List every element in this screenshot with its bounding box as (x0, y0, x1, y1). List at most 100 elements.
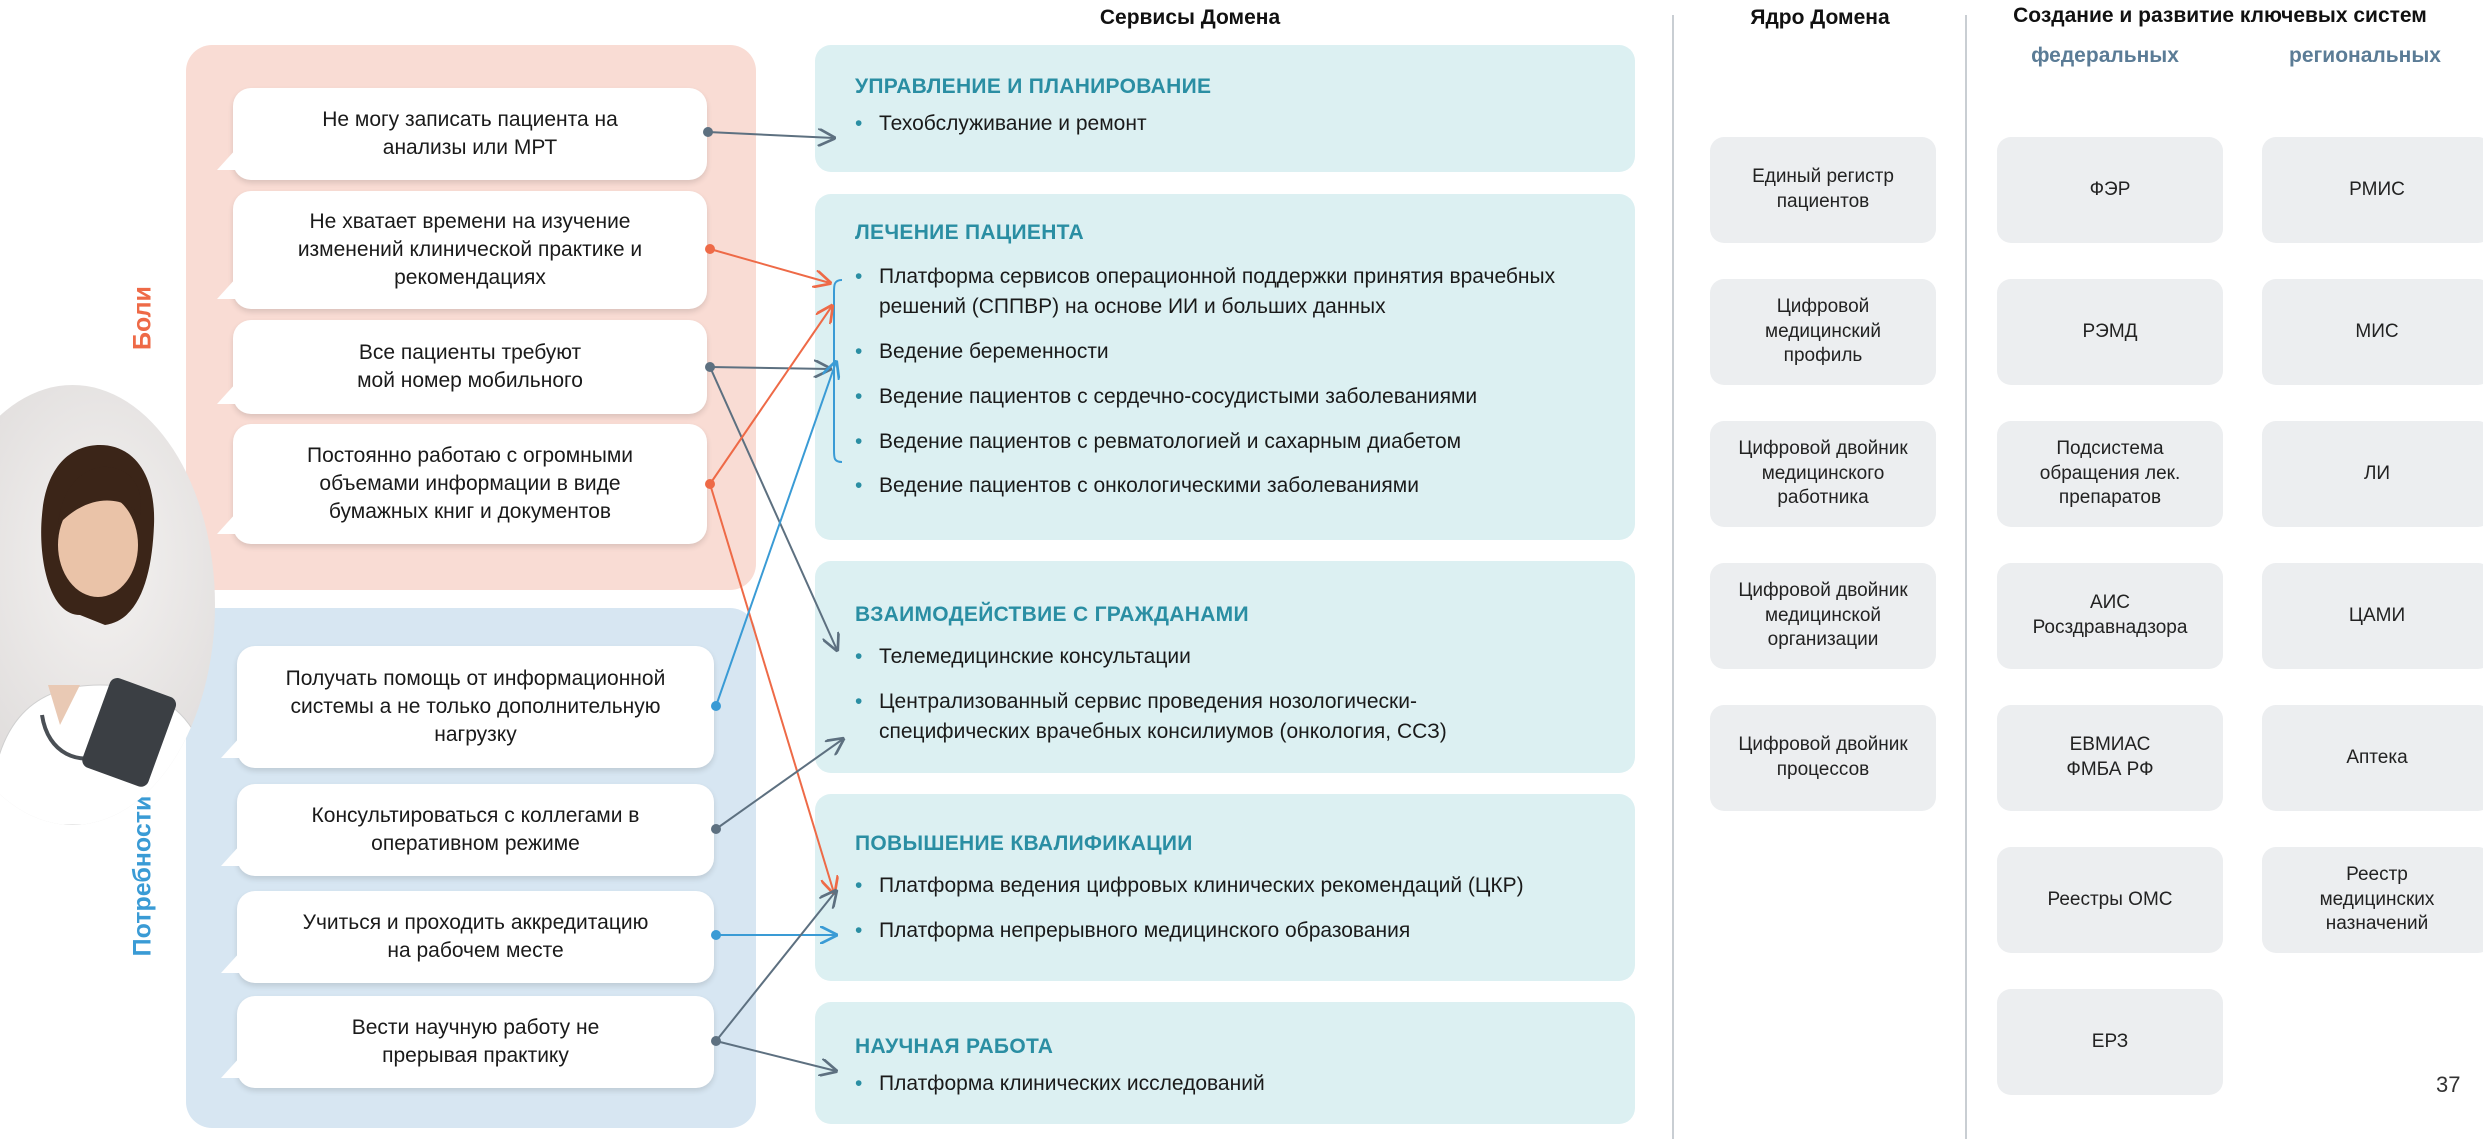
service-item: Платформа клинических исследований (855, 1069, 1619, 1099)
need-text: Учиться и проходить аккредитацию на рабо… (302, 911, 649, 962)
arrow-dot (703, 127, 713, 137)
arrow-dot (705, 479, 715, 489)
need-text: Вести научную работу не прерывая практик… (351, 1016, 600, 1067)
federal-system-box: РЭМД (1997, 279, 2223, 385)
core-text: Единый регистр пациентов (1752, 166, 1894, 212)
arrow-need1-treatment (715, 362, 836, 707)
pain-text: Не могу записать пациента на анализы или… (322, 108, 618, 159)
service-item: Техобслуживание и ремонт (855, 109, 1619, 139)
federal-system-box: АИС Росздравнадзора (1997, 563, 2223, 669)
arrow-dot (711, 824, 721, 834)
service-item: Ведение беременности (855, 337, 1619, 367)
arrow-pain3-citizens (709, 366, 837, 650)
regional-system-box: Аптека (2262, 705, 2483, 811)
pain-text: Не хватает времени на изучение изменений… (297, 210, 643, 289)
federal-system-box: ЕВМИАС ФМБА РФ (1997, 705, 2223, 811)
pain-bubble: Все пациенты требуют мой номер мобильног… (217, 320, 707, 414)
arrow-dot (705, 244, 715, 254)
pain-text: Постоянно работаю с огромными объемами и… (307, 444, 633, 523)
regional-system-box: РМИС (2262, 137, 2483, 243)
regional-system-box: Реестр медицинских назначений (2262, 847, 2483, 953)
service-item: Платформа ведения цифровых клинических р… (855, 871, 1619, 901)
regional-system-text: МИС (2355, 320, 2399, 342)
service-item: Ведение пациентов с онкологическими забо… (855, 471, 1619, 501)
core-box: Цифровой двойник медицинского работника (1710, 421, 1936, 527)
core-box: Цифровой двойник медицинской организации (1710, 563, 1936, 669)
arrow-pain4-treatment (709, 306, 832, 485)
core-text: Цифровой двойник медицинского работника (1738, 437, 1908, 509)
service-management: УПРАВЛЕНИЕ И ПЛАНИРОВАНИЕ Техобслуживани… (815, 45, 1635, 172)
regional-system-box: ЛИ (2262, 421, 2483, 527)
federal-heading: федеральных (2031, 44, 2179, 67)
service-item: Ведение пациентов с ревматологией и саха… (855, 427, 1619, 457)
core-text: Цифровой двойник процессов (1738, 734, 1908, 780)
regional-heading: региональных (2289, 44, 2441, 67)
pain-text: Все пациенты требуют мой номер мобильног… (357, 341, 583, 392)
core-text: Цифровой двойник медицинской организации (1738, 579, 1908, 651)
arrow-dot (711, 1036, 721, 1046)
arrow-dot (711, 930, 721, 940)
need-text: Консультироваться с коллегами в оператив… (311, 804, 640, 855)
arrow-need4-qualification (715, 891, 836, 1042)
regional-system-text: ЦАМИ (2348, 604, 2406, 626)
arrow-pain3-treatment (709, 367, 830, 369)
federal-system-text: ЕРЗ (2091, 1030, 2129, 1052)
service-item: Централизованный сервис проведения нозол… (855, 687, 1479, 747)
service-title: НАУЧНАЯ РАБОТА (855, 1035, 1054, 1058)
federal-system-box: Подсистема обращения лек. препаратов (1997, 421, 2223, 527)
systems-heading: Создание и развитие ключевых систем (2013, 4, 2427, 27)
service-citizens: ВЗАИМОДЕЙСТВИЕ С ГРАЖДАНАМИ Телемедицинс… (815, 561, 1635, 773)
pain-bubble: Не хватает времени на изучение изменений… (217, 191, 707, 309)
service-qualification: ПОВЫШЕНИЕ КВАЛИФИКАЦИИ Платформа ведения… (815, 794, 1635, 981)
divider-core (1672, 15, 1674, 1139)
need-bubble: Учиться и проходить аккредитацию на рабо… (221, 891, 714, 983)
arrow-dot (711, 701, 721, 711)
service-research: НАУЧНАЯ РАБОТА Платформа клинических исс… (815, 1002, 1635, 1124)
federal-system-text: РЭМД (2082, 320, 2138, 342)
regional-system-text: ЛИ (2363, 462, 2391, 484)
regional-system-text: Реестр медицинских назначений (2319, 863, 2435, 935)
arrow-pain1-management (707, 132, 834, 138)
service-title: ЛЕЧЕНИЕ ПАЦИЕНТА (855, 221, 1084, 244)
page-number: 37 (2436, 1072, 2461, 1097)
doctor-photo (0, 385, 215, 825)
federal-system-box: ФЭР (1997, 137, 2223, 243)
arrow-pain2-treatment (709, 248, 830, 283)
federal-system-box: ЕРЗ (1997, 989, 2223, 1095)
divider-systems (1965, 15, 1967, 1139)
core-box: Цифровой медицинский профиль (1710, 279, 1936, 385)
federal-system-box: Реестры ОМС (1997, 847, 2223, 953)
service-item: Платформа сервисов операционной поддержк… (855, 262, 1579, 322)
treatment-bracket (833, 279, 843, 463)
regional-system-box: ЦАМИ (2262, 563, 2483, 669)
service-item: Ведение пациентов с сердечно-сосудистыми… (855, 382, 1619, 412)
arrow-need4-research (715, 1040, 836, 1071)
core-box: Единый регистр пациентов (1710, 137, 1936, 243)
core-heading: Ядро Домена (1750, 6, 1890, 29)
regional-system-box: МИС (2262, 279, 2483, 385)
service-title: ПОВЫШЕНИЕ КВАЛИФИКАЦИИ (855, 832, 1193, 855)
services-heading: Сервисы Домена (1099, 6, 1281, 29)
regional-system-text: Аптека (2346, 746, 2408, 768)
arrow-dot (705, 362, 715, 372)
service-title: УПРАВЛЕНИЕ И ПЛАНИРОВАНИЕ (855, 75, 1212, 98)
service-treatment: ЛЕЧЕНИЕ ПАЦИЕНТА Платформа сервисов опер… (815, 194, 1635, 540)
arrow-pain4-qualification (709, 483, 834, 893)
regional-system-text: РМИС (2349, 178, 2405, 200)
arrow-need2-citizens (715, 739, 843, 830)
federal-system-text: Подсистема обращения лек. препаратов (2039, 437, 2181, 509)
service-item: Платформа непрерывного медицинского обра… (855, 916, 1619, 946)
service-item: Телемедицинские консультации (855, 642, 1619, 672)
need-bubble: Вести научную работу не прерывая практик… (221, 996, 714, 1088)
pain-bubble: Не могу записать пациента на анализы или… (217, 88, 707, 180)
federal-system-text: АИС Росздравнадзора (2032, 592, 2188, 638)
service-title: ВЗАИМОДЕЙСТВИЕ С ГРАЖДАНАМИ (855, 603, 1249, 626)
federal-system-text: ЕВМИАС ФМБА РФ (2066, 734, 2154, 780)
need-bubble: Получать помощь от информационной систем… (221, 646, 714, 768)
federal-system-text: ФЭР (2089, 178, 2131, 200)
federal-system-text: Реестры ОМС (2047, 888, 2173, 910)
core-box: Цифровой двойник процессов (1710, 705, 1936, 811)
need-text: Получать помощь от информационной систем… (285, 667, 666, 746)
pain-bubble: Постоянно работаю с огромными объемами и… (217, 424, 707, 544)
